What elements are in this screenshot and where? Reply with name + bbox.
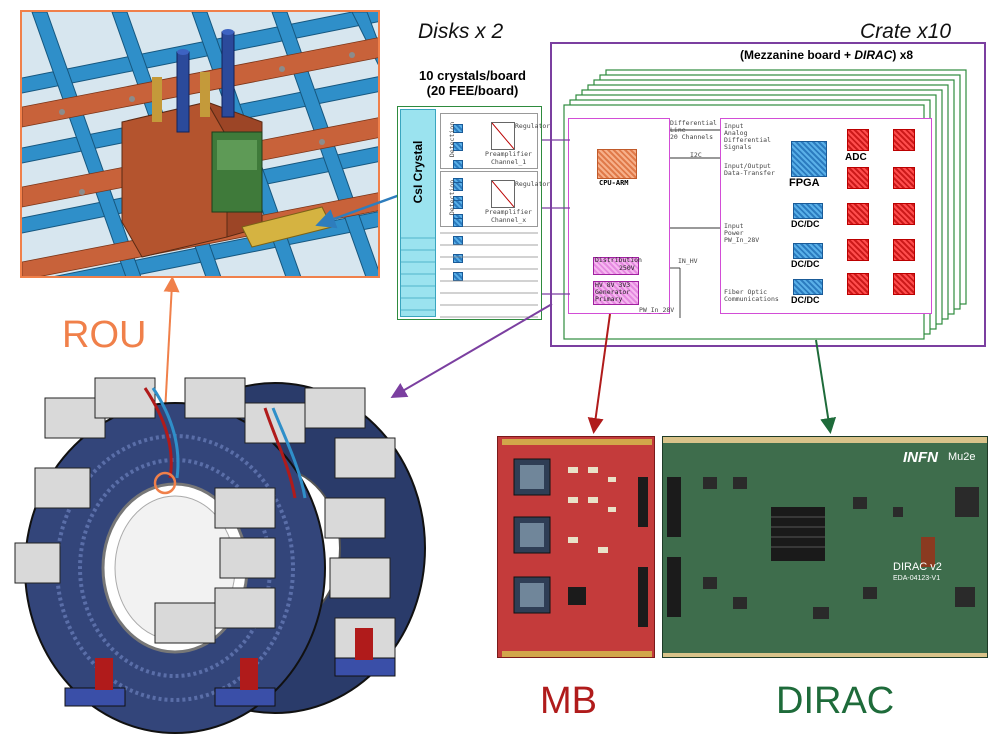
adc-chip xyxy=(847,129,869,151)
i2c-label: I2C xyxy=(690,151,702,159)
calorimeter-svg xyxy=(14,377,426,734)
input-analog-label: Input Analog Differential Signals xyxy=(724,122,771,151)
detection-label-x: Detection xyxy=(448,179,457,216)
preamp-box-x xyxy=(491,180,515,208)
dirac-label: DIRAC xyxy=(776,680,895,722)
adc-chip xyxy=(893,203,915,225)
mb-label: MB xyxy=(540,680,597,722)
csi-crystal-column: CsI Crystal xyxy=(400,109,436,317)
crate-to-boards-arrows xyxy=(587,313,837,434)
dirac-board-photo: INFN Mu2e DIRAC v2 EDA-04123-V1 xyxy=(662,436,988,658)
channel-x-label: Channel_x xyxy=(491,216,527,224)
crystals-per-board-label: 10 crystals/board (20 FEE/board) xyxy=(400,68,545,98)
fee-channel-rows xyxy=(440,232,538,318)
adc-chip xyxy=(893,167,915,189)
calorimeter-disks-illustration xyxy=(5,358,455,738)
mb-board-photo xyxy=(497,436,655,658)
dcdc-chip-2 xyxy=(793,243,823,259)
mezzanine-connections xyxy=(542,129,720,318)
rou-label: ROU xyxy=(62,314,147,356)
sipm-cells-x xyxy=(453,178,475,286)
sipm-cell xyxy=(453,160,463,169)
regulator-label-x: Regulator xyxy=(515,180,551,188)
fee-channel-x: Detection Regulator Preamplifier Channel… xyxy=(440,171,550,281)
generator-values: HV 8V 3V3 xyxy=(595,281,631,289)
mezz-prefix: (Mezzanine board + xyxy=(740,48,855,62)
mezz-suffix: ) x8 xyxy=(892,48,914,62)
crystals-line-2: (20 FEE/board) xyxy=(426,83,519,98)
adc-chip xyxy=(893,129,915,151)
primary-label: Primary xyxy=(595,295,623,303)
channel-1-label: Channel_1 xyxy=(491,158,527,166)
distribution-block xyxy=(593,257,639,275)
sipm-cell xyxy=(453,200,463,209)
preamp-label-1: Preamplifier xyxy=(485,150,532,158)
dirac-photo-infn-logo: INFN xyxy=(903,449,938,466)
adc-chip xyxy=(893,239,915,261)
dirac-block: Input Analog Differential Signals Input/… xyxy=(720,118,932,314)
dcdc-chip-1 xyxy=(793,203,823,219)
cpu-arm-label: CPU-ARM xyxy=(599,179,629,187)
sipm-cell xyxy=(453,272,463,281)
crate-to-detector-arrow xyxy=(390,303,553,399)
sipm-cell xyxy=(453,236,463,245)
crystals-line-1: 10 crystals/board xyxy=(419,68,526,83)
crystal-dividers xyxy=(401,237,435,311)
in-hv-label: IN_HV xyxy=(678,257,698,265)
sipm-cell xyxy=(453,218,463,227)
sipm-cell xyxy=(453,124,463,133)
diff-line-2: Line xyxy=(670,126,686,134)
adc-chip xyxy=(847,167,869,189)
distribution-label: Distribution xyxy=(595,256,642,264)
preamp-box-1 xyxy=(491,122,515,150)
regulator-label-1: Regulator xyxy=(515,122,551,130)
disks-title: Disks x 2 xyxy=(418,20,504,43)
generator-label: Generator xyxy=(595,288,631,296)
dirac-photo-board-code: EDA-04123-V1 xyxy=(893,575,941,582)
diff-line-1: Differential xyxy=(670,119,717,127)
adc-chip xyxy=(893,273,915,295)
detection-label-1: Detection xyxy=(448,121,457,158)
mezzanine-board: CPU-ARM Distribution 250V HV 8V 3V3 Gene… xyxy=(568,118,674,314)
cpu-arm-block xyxy=(597,149,637,179)
adc-chip xyxy=(847,203,869,225)
generator-block xyxy=(593,281,639,305)
mezzanine-dirac-label: (Mezzanine board + DIRAC) x8 xyxy=(740,48,913,62)
crystal-to-rou-arrow xyxy=(315,190,409,229)
crate-title: Crate x10 xyxy=(860,20,952,43)
mezz-dirac-word: DIRAC xyxy=(854,48,893,62)
adc-chip xyxy=(847,273,869,295)
pw-in-label: PW_In_28V xyxy=(639,306,675,314)
dcdc-label-3: DC/DC xyxy=(791,295,820,305)
dirac-board-svg xyxy=(663,437,987,657)
dcdc-chip-3 xyxy=(793,279,823,295)
dirac-photo-board-name: DIRAC v2 xyxy=(893,561,942,573)
channels20-label: 20 Channels xyxy=(670,133,714,141)
input-power-label: Input Power PW_In_28V xyxy=(724,222,760,244)
preamp-label-x: Preamplifier xyxy=(485,208,532,216)
mb-board-svg xyxy=(498,437,654,657)
diff-line-label: Differential Line xyxy=(670,120,717,134)
rou-closeup-illustration xyxy=(22,12,378,276)
hv-value-label: 250V xyxy=(619,264,635,272)
fiber-optic-label: Fiber Optic Communications xyxy=(724,288,779,303)
dcdc-label-1: DC/DC xyxy=(791,219,820,229)
fee-channel-1: Detection Regulator Preamplifier Channel… xyxy=(440,113,550,223)
input-output-label: Input/Output Data-Transfer xyxy=(724,162,775,177)
rou-closeup-photo xyxy=(20,10,380,278)
sipm-cell xyxy=(453,182,463,191)
sipm-cell xyxy=(453,254,463,263)
adc-chip xyxy=(847,239,869,261)
sipm-cell xyxy=(453,142,463,151)
dcdc-label-2: DC/DC xyxy=(791,259,820,269)
adc-label: ADC xyxy=(845,152,867,163)
dirac-photo-mu2e-logo: Mu2e xyxy=(948,451,976,463)
fpga-chip xyxy=(791,141,827,177)
rou-marker-circle xyxy=(153,471,177,495)
csi-crystal-label: CsI Crystal xyxy=(411,140,425,204)
fee-board: CsI Crystal Detection Regulator Preampli… xyxy=(397,106,550,320)
fpga-label: FPGA xyxy=(789,177,820,189)
